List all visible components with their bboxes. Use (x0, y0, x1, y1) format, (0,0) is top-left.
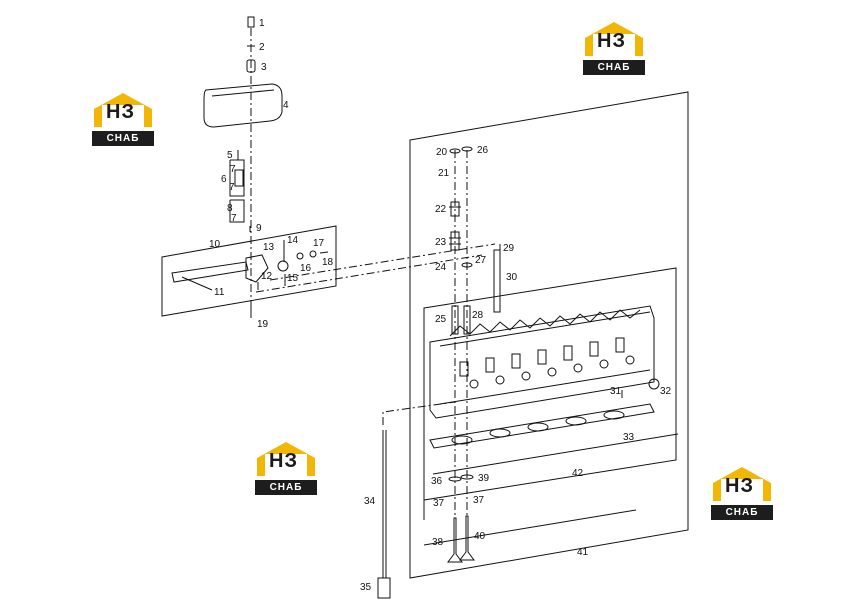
callout-34: 34 (364, 496, 376, 507)
head-cover (203, 83, 283, 128)
tappet-35 (377, 577, 391, 599)
callout-36: 36 (431, 476, 443, 487)
callout-39: 39 (478, 473, 490, 484)
callout-22: 22 (435, 204, 447, 215)
valve-40 (459, 515, 475, 561)
callout-32: 32 (660, 386, 672, 397)
callout-11: 11 (214, 287, 225, 298)
rocker-arm (245, 254, 269, 283)
callout-13: 13 (263, 242, 275, 253)
callout-40: 40 (474, 531, 486, 542)
callout-1: 1 (259, 18, 265, 29)
house-logo-icon (94, 93, 152, 127)
callout-10: 10 (209, 239, 221, 250)
watermark-logo: НЗ СНАБ (711, 465, 773, 521)
callout-35: 35 (360, 582, 372, 593)
callout-27: 27 (475, 255, 487, 266)
callout-23: 23 (435, 237, 447, 248)
frame-10 (161, 225, 337, 317)
house-logo-icon (257, 442, 315, 476)
callout-30: 30 (506, 272, 518, 283)
callout-8: 8 (227, 203, 233, 214)
frame-41 (409, 91, 689, 579)
callout-33: 33 (623, 432, 635, 443)
callout-28: 28 (472, 310, 484, 321)
callout-38: 38 (432, 537, 444, 548)
watermark-logo: НЗ СНАБ (92, 91, 154, 147)
rocker-shaft (171, 261, 249, 283)
callout-14: 14 (287, 235, 299, 246)
callout-17: 17 (313, 238, 325, 249)
head-gasket (429, 403, 655, 449)
callout-41: 41 (577, 547, 589, 558)
callout-31: 31 (610, 386, 622, 397)
house-logo-icon (585, 22, 643, 56)
callout-4: 4 (283, 100, 289, 111)
callout-37: 37 (473, 495, 485, 506)
callout-6: 6 (221, 174, 227, 185)
head-ports (459, 337, 635, 389)
watermark-logo: НЗ СНАБ (583, 20, 645, 76)
bolt-1 (247, 16, 255, 28)
callout-15: 15 (287, 273, 299, 284)
callout-25: 25 (435, 314, 447, 325)
callout-16: 16 (300, 263, 312, 274)
callout-2: 2 (259, 42, 265, 53)
callout-24: 24 (435, 262, 447, 273)
callout-20: 20 (436, 147, 448, 158)
callout-12: 12 (261, 271, 273, 282)
callout-7: 7 (230, 164, 236, 175)
valve-38 (447, 517, 463, 563)
callout-5: 5 (227, 150, 233, 161)
callout-3: 3 (261, 62, 267, 73)
callout-42: 42 (572, 468, 584, 479)
callout-18: 18 (322, 257, 334, 268)
frame-42 (423, 267, 677, 501)
callout-19: 19 (257, 319, 269, 330)
callout-37: 37 (433, 498, 445, 509)
callout-9: 9 (256, 223, 262, 234)
callout-26: 26 (477, 145, 489, 156)
cylinder-head (429, 305, 655, 419)
watermark-logo: НЗ СНАБ (255, 440, 317, 496)
callout-7: 7 (229, 182, 235, 193)
callout-21: 21 (438, 168, 450, 179)
callout-29: 29 (503, 243, 515, 254)
house-logo-icon (713, 467, 771, 501)
callout-7: 7 (231, 213, 237, 224)
